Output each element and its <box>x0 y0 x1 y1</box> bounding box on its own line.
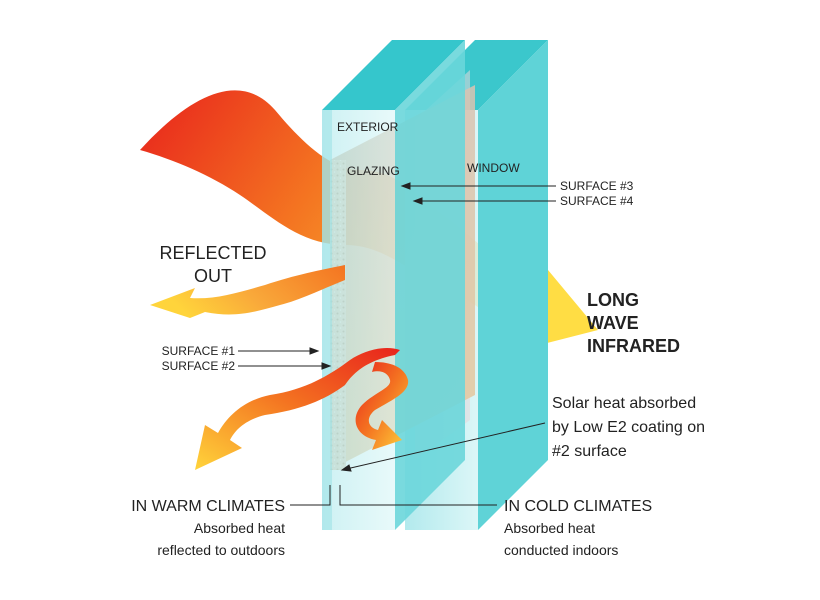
reflected-out-label-1: REFLECTED <box>159 243 266 263</box>
reflected-heat-wave <box>150 265 345 318</box>
pointer-lines <box>238 182 556 506</box>
long-wave-infrared-label-2: WAVE <box>587 313 639 333</box>
long-wave-infrared-label-1: LONG <box>587 290 639 310</box>
surface-3-label: SURFACE #3 <box>560 179 634 193</box>
cold-climates-title: IN COLD CLIMATES <box>504 498 652 515</box>
surface-1-label: SURFACE #1 <box>162 344 236 358</box>
exterior-glass-pane <box>322 40 465 530</box>
cold-climates-line-2: conducted indoors <box>504 542 618 558</box>
window-label: WINDOW <box>467 161 520 175</box>
warm-climate-heat-wave <box>195 348 400 470</box>
exterior-label: EXTERIOR <box>337 120 399 134</box>
solar-heat-label-3: #2 surface <box>552 443 627 460</box>
cold-climates-line-1: Absorbed heat <box>504 520 595 536</box>
glazing-label: GLAZING <box>347 164 400 178</box>
solar-heat-label-1: Solar heat absorbed <box>552 395 696 412</box>
surface-2-label: SURFACE #2 <box>162 359 236 373</box>
warm-climates-line-2: reflected to outdoors <box>157 542 285 558</box>
reflected-out-label-2: OUT <box>194 266 232 286</box>
warm-climates-title: IN WARM CLIMATES <box>131 498 285 515</box>
long-wave-infrared-label-3: INFRARED <box>587 336 680 356</box>
warm-climates-line-1: Absorbed heat <box>194 520 285 536</box>
solar-heat-label-2: by Low E2 coating on <box>552 419 705 436</box>
surface-4-label: SURFACE #4 <box>560 194 634 208</box>
cold-climate-heat-wave <box>355 362 409 450</box>
